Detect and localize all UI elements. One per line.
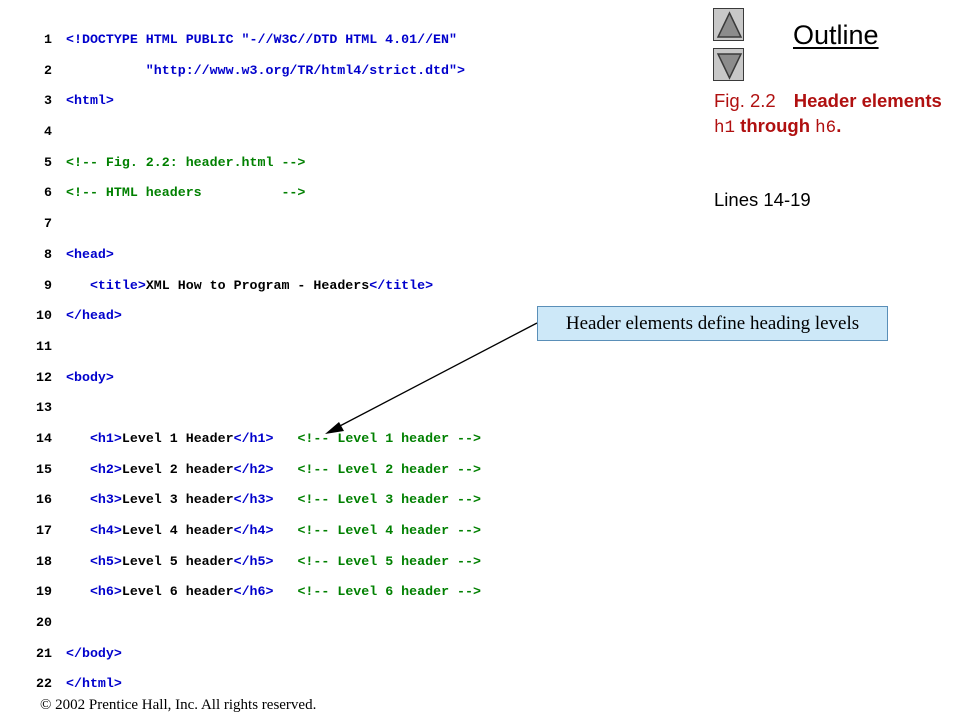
code-text: <h5>Level 5 header</h5> <!-- Level 5 hea…	[66, 547, 481, 578]
caption-text-pre: Header elements	[793, 90, 942, 111]
code-token-tag: <h5>	[89, 553, 122, 569]
code-token-tag: </html>	[66, 676, 122, 692]
code-text: <head>	[66, 240, 114, 271]
code-token-comment: <!-- Level 3 header -->	[297, 492, 481, 508]
code-token-text: Level 4 header	[121, 523, 234, 538]
code-token-comment: <!-- HTML headers -->	[66, 185, 306, 201]
code-token-comment: <!-- Level 1 header -->	[297, 430, 481, 446]
callout-text: Header elements define heading levels	[565, 313, 860, 334]
code-text: </html>	[66, 669, 122, 700]
copyright-symbol: ©	[40, 697, 52, 713]
code-token-comment: <!-- Level 5 header -->	[297, 553, 481, 569]
line-number: 1	[44, 32, 52, 47]
code-token-tag: "http://www.w3.org/TR/html4/strict.dtd">	[66, 62, 465, 78]
previous-slide-button[interactable]	[713, 8, 744, 41]
line-number: 19	[36, 584, 52, 600]
code-text: "http://www.w3.org/TR/html4/strict.dtd">	[66, 56, 465, 87]
caption-text-end: .	[836, 115, 842, 136]
code-text: <h1>Level 1 Header</h1> <!-- Level 1 hea…	[66, 424, 481, 455]
line-number: 6	[44, 185, 52, 201]
line-number: 16	[36, 492, 52, 508]
code-token-tag: </h4>	[233, 523, 274, 538]
triangle-up-icon	[716, 11, 743, 38]
line-number: 14	[36, 430, 52, 446]
line-number: 7	[44, 216, 52, 232]
code-token-tag: </h6>	[233, 584, 274, 600]
code-token-tag: </h2>	[233, 461, 274, 477]
line-number: 15	[36, 461, 52, 477]
figure-label: Fig. 2.2	[714, 90, 776, 111]
line-number: 20	[36, 615, 52, 631]
line-number: 11	[36, 338, 52, 354]
code-text: <html>	[66, 86, 114, 117]
line-number: 3	[44, 93, 52, 109]
line-number: 13	[36, 400, 52, 416]
code-token-tag: <h6>	[89, 584, 122, 600]
copyright-text: 2002 Prentice Hall, Inc. All rights rese…	[55, 697, 317, 713]
code-token-text: Level 2 header	[121, 461, 234, 477]
caption-code-h1: h1	[714, 118, 736, 138]
code-token-text: Level 3 header	[121, 492, 234, 508]
code-token-tag: <head>	[66, 246, 114, 262]
outline-title[interactable]: Outline	[793, 20, 879, 50]
code-text: <!DOCTYPE HTML PUBLIC "-//W3C//DTD HTML …	[66, 25, 457, 56]
code-token-text: Level 5 header	[121, 553, 234, 569]
code-token-text: Level 6 header	[121, 584, 234, 600]
line-number: 22	[36, 676, 52, 692]
code-token-text: Level 1 Header	[121, 430, 234, 446]
code-text: <body>	[66, 363, 114, 394]
code-token-tag: <h1>	[89, 430, 122, 446]
caption-text-mid: through	[740, 115, 811, 136]
code-text: <h3>Level 3 header</h3> <!-- Level 3 hea…	[66, 485, 481, 516]
copyright-notice: © 2002 Prentice Hall, Inc. All rights re…	[40, 697, 316, 714]
code-token-tag: <!DOCTYPE HTML PUBLIC "-//W3C//DTD HTML …	[66, 32, 457, 47]
line-number: 10	[36, 308, 52, 324]
code-token-tag: </title>	[369, 277, 434, 293]
line-number: 5	[44, 154, 52, 170]
callout-box: Header elements define heading levels	[537, 306, 888, 341]
caption-code-h6: h6	[815, 118, 837, 138]
code-text: <title>XML How to Program - Headers</tit…	[66, 271, 433, 302]
line-number: 4	[44, 124, 52, 140]
line-number: 8	[44, 246, 52, 262]
code-token-comment: <!-- Level 4 header -->	[297, 523, 481, 538]
code-token-tag: </h3>	[233, 492, 274, 508]
triangle-down-icon	[716, 53, 743, 80]
code-text: <!-- HTML headers -->	[66, 178, 305, 209]
code-token-tag: </h1>	[233, 430, 274, 446]
code-token-comment: <!-- Level 6 header -->	[297, 584, 481, 600]
code-token-text: XML How to Program - Headers	[145, 277, 370, 293]
lines-reference: Lines 14-19	[714, 189, 811, 210]
code-text: </head>	[66, 301, 122, 332]
next-slide-button[interactable]	[713, 48, 744, 81]
line-number: 12	[36, 369, 52, 385]
code-token-tag: <h2>	[89, 461, 122, 477]
code-token-tag: </head>	[66, 308, 122, 324]
code-text: <!-- Fig. 2.2: header.html -->	[66, 148, 305, 179]
code-text: <h2>Level 2 header</h2> <!-- Level 2 hea…	[66, 455, 481, 486]
code-token-tag: <body>	[66, 369, 114, 385]
code-text: <h6>Level 6 header</h6> <!-- Level 6 hea…	[66, 577, 481, 608]
code-token-tag: <h3>	[89, 492, 122, 508]
code-token-tag: </h5>	[233, 553, 274, 569]
line-number: 18	[36, 553, 52, 569]
code-token-tag: <html>	[66, 93, 114, 109]
figure-caption: Fig. 2.2 Header elements h1 through h6.	[714, 88, 954, 141]
code-text: </body>	[66, 639, 122, 670]
line-number: 21	[36, 645, 52, 661]
code-token-tag: </body>	[66, 645, 122, 661]
line-number: 9	[44, 277, 52, 293]
code-text: <h4>Level 4 header</h4> <!-- Level 4 hea…	[66, 516, 481, 547]
code-token-tag: <h4>	[89, 523, 122, 538]
line-number: 2	[44, 62, 52, 78]
code-token-comment: <!-- Fig. 2.2: header.html -->	[66, 154, 306, 170]
code-token-tag: <title>	[89, 277, 146, 293]
code-token-comment: <!-- Level 2 header -->	[297, 461, 481, 477]
line-number: 17	[36, 523, 52, 538]
